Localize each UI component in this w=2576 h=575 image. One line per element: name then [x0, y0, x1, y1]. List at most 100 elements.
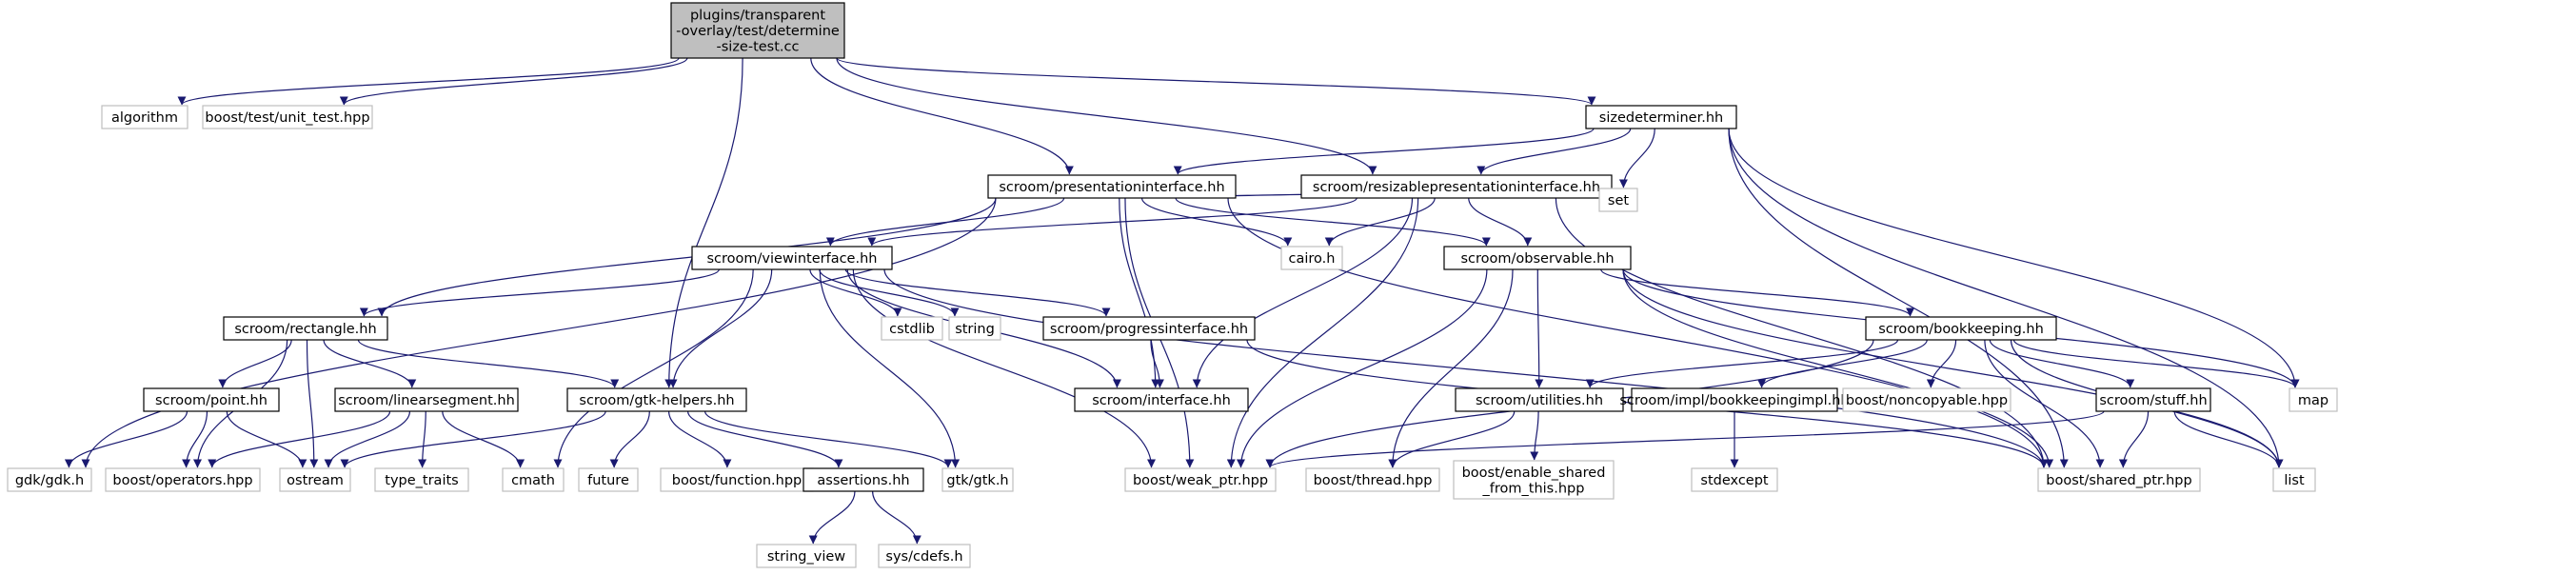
- node-label: scroom/presentationinterface.hh: [999, 180, 1224, 195]
- edge-stuff-to-shared_ptr: [2118, 410, 2150, 468]
- edge-sizedeterminer-to-set: [1618, 128, 1655, 188]
- node-box: [105, 467, 261, 492]
- edge-sizedeterminer-to-resizablepresentationinterface: [1476, 128, 1632, 175]
- node-label: list: [2284, 473, 2305, 488]
- node-linearsegment[interactable]: scroom/linearsegment.hh: [334, 387, 519, 412]
- edge-utilities-to-thread: [1388, 410, 1516, 468]
- node-label: -size-test.cc: [717, 40, 800, 55]
- node-box: [374, 467, 469, 492]
- edge-sizedeterminer-to-presentationinterface: [1173, 128, 1595, 175]
- node-assertions[interactable]: assertions.hh: [803, 467, 924, 492]
- edge-viewinterface-to-progressinterface: [844, 268, 1111, 317]
- node-label: scroom/impl/bookkeepingimpl.hh: [1619, 393, 1849, 408]
- edge-progressinterface-to-interface: [1150, 339, 1164, 388]
- edge-linearsegment-to-cmath: [442, 410, 525, 468]
- node-cmath: cmath: [502, 467, 565, 492]
- node-box: [502, 467, 565, 492]
- edge-point-to-operators: [182, 410, 208, 468]
- node-observable[interactable]: scroom/observable.hh: [1443, 246, 1632, 270]
- node-viewinterface[interactable]: scroom/viewinterface.hh: [691, 246, 893, 270]
- node-noncopyable: boost/noncopyable.hpp: [1842, 387, 2011, 412]
- edge-viewinterface-to-gtkhelpers: [668, 268, 773, 388]
- node-box: [101, 105, 188, 129]
- edge-bookkeeping-to-utilities: [1585, 339, 1899, 388]
- node-cstdlib: cstdlib: [881, 316, 943, 341]
- node-label: algorithm: [111, 110, 178, 126]
- node-box: [578, 467, 639, 492]
- node-label: sys/cdefs.h: [885, 549, 962, 565]
- node-stuff[interactable]: scroom/stuff.hh: [2095, 387, 2211, 412]
- edge-viewinterface-to-rectangle: [359, 268, 720, 317]
- edge-gtkhelpers-to-gtk: [703, 410, 953, 468]
- node-resizablepresentationinterface[interactable]: scroom/resizablepresentationinterface.hh: [1300, 174, 1613, 199]
- node-thread: boost/thread.hpp: [1305, 467, 1440, 492]
- node-label: cstdlib: [889, 322, 935, 337]
- file-nodes: plugins/transparent-overlay/test/determi…: [7, 2, 2338, 568]
- edge-resizablepresentationinterface-to-shared_ptr: [1555, 197, 2049, 468]
- edge-presentationinterface-to-shared_ptr: [1227, 197, 2049, 468]
- node-algorithm: algorithm: [101, 105, 188, 129]
- node-operators: boost/operators.hpp: [105, 467, 261, 492]
- dependency-edges: [64, 57, 2300, 545]
- node-progressinterface[interactable]: scroom/progressinterface.hh: [1042, 316, 1256, 341]
- node-shared_ptr: boost/shared_ptr.hpp: [2037, 467, 2201, 492]
- node-bookkeepingimpl[interactable]: scroom/impl/bookkeepingimpl.hh: [1619, 387, 1850, 412]
- edge-bookkeeping-to-stuff: [1989, 339, 2135, 388]
- edge-point-to-gdk: [64, 410, 188, 468]
- node-box: [2037, 467, 2201, 492]
- node-box: [279, 467, 351, 492]
- edge-observable-to-shared_ptr: [1622, 268, 2054, 468]
- node-label: string_view: [767, 549, 845, 565]
- edge-rectangle-to-gtkhelpers: [357, 339, 620, 388]
- edge-resizablepresentationinterface-to-viewinterface: [867, 197, 1357, 247]
- edge-rectangle-to-ostream: [306, 339, 319, 468]
- edge-linearsegment-to-operators: [208, 410, 391, 468]
- node-box: [948, 316, 1001, 341]
- edge-resizablepresentationinterface-to-cairo: [1324, 197, 1436, 247]
- node-box: [223, 316, 388, 341]
- edge-root-to-sizedeterminer: [836, 57, 1596, 106]
- edge-sizedeterminer-to-map: [1728, 128, 2300, 388]
- edge-resizablepresentationinterface-to-observable: [1468, 197, 1533, 247]
- node-point[interactable]: scroom/point.hh: [143, 387, 280, 412]
- edge-resizablepresentationinterface-to-interface: [1192, 197, 1414, 388]
- node-box: [1042, 316, 1256, 341]
- edge-root-to-algorithm: [177, 57, 680, 106]
- edge-observable-to-bookkeeping: [1600, 268, 1914, 317]
- edge-assertions-to-string_view: [808, 490, 856, 545]
- node-box: [1443, 246, 1632, 270]
- edge-viewinterface-to-gtk: [819, 268, 961, 468]
- node-utilities[interactable]: scroom/utilities.hh: [1455, 387, 1624, 412]
- node-box: [2272, 467, 2316, 492]
- edge-presentationinterface-to-interface: [1119, 197, 1160, 388]
- edge-viewinterface-to-cstdlib: [809, 268, 902, 317]
- edge-stuff-to-list: [2173, 410, 2284, 468]
- node-box: [691, 246, 893, 270]
- node-box: [1453, 460, 1615, 500]
- node-label: scroom/utilities.hh: [1476, 393, 1603, 408]
- node-box: [1842, 387, 2011, 412]
- node-box: [878, 544, 971, 568]
- node-box: [803, 467, 924, 492]
- node-rectangle[interactable]: scroom/rectangle.hh: [223, 316, 388, 341]
- node-ostream: ostream: [279, 467, 351, 492]
- node-label: gdk/gdk.h: [15, 473, 84, 488]
- node-box: [670, 2, 845, 59]
- node-box: [2289, 387, 2338, 412]
- edge-bookkeeping-to-noncopyable: [1926, 339, 1957, 388]
- node-label: sizedeterminer.hh: [1599, 110, 1723, 126]
- node-box: [987, 174, 1237, 199]
- node-cairo: cairo.h: [1280, 246, 1343, 270]
- edge-viewinterface-to-string: [819, 268, 960, 317]
- node-sizedeterminer[interactable]: sizedeterminer.hh: [1585, 105, 1737, 129]
- node-box: [1280, 246, 1343, 270]
- node-label: scroom/point.hh: [155, 393, 268, 408]
- node-gtkhelpers[interactable]: scroom/gtk-helpers.hh: [566, 387, 747, 412]
- node-root[interactable]: plugins/transparent-overlay/test/determi…: [670, 2, 845, 59]
- node-box: [1074, 387, 1249, 412]
- node-presentationinterface[interactable]: scroom/presentationinterface.hh: [987, 174, 1237, 199]
- node-stdexcept: stdexcept: [1691, 467, 1778, 492]
- node-label: assertions.hh: [817, 473, 909, 488]
- node-bookkeeping[interactable]: scroom/bookkeeping.hh: [1865, 316, 2057, 341]
- node-interface[interactable]: scroom/interface.hh: [1074, 387, 1249, 412]
